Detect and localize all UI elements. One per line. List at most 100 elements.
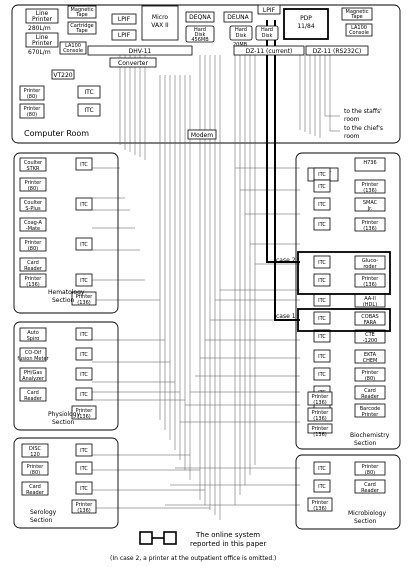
svg-text:ITC: ITC	[84, 89, 93, 96]
physiology-device-2-label-1: Analyzer	[22, 376, 45, 382]
biochemistry-device-12-label-0: Card	[364, 388, 376, 394]
hard-disk-2: Hard Disk	[229, 25, 253, 41]
line-printer-280: Line Printer	[25, 8, 59, 24]
biochemistry-itc-6-label: ITC	[318, 278, 326, 284]
svg-text:Disk: Disk	[195, 32, 206, 38]
svg-text:Console: Console	[63, 48, 83, 54]
legend-text-2: reported in this paper	[190, 540, 266, 548]
biochemistry-device-9-label-0: CTE	[365, 332, 375, 338]
biochemistry-itc-6: ITC	[313, 273, 331, 287]
serology-itc-2-label: ITC	[80, 486, 88, 492]
biochemistry-device-2: Printer(136)	[354, 179, 386, 194]
microbiology-title-2: Section	[354, 518, 376, 525]
serology-device-2-label-1: Reader	[26, 490, 45, 496]
physiology-itc-3-label: ITC	[80, 392, 88, 398]
svg-text:LA100: LA100	[351, 25, 367, 31]
svg-text:Disk: Disk	[236, 33, 247, 39]
serology-device-2-label-0: Card	[29, 484, 41, 490]
biochemistry-device-10-label-1: CHEM	[363, 358, 378, 364]
microbiology-device-0-label-0: Printer	[362, 464, 380, 470]
biochemistry-region	[295, 152, 401, 450]
to-staffs-room-2: room	[344, 116, 360, 123]
serology-printer-136: Printer(136)	[71, 499, 97, 514]
modem: Modem	[187, 129, 217, 140]
serology-device-0-label-1: 120	[30, 452, 40, 458]
biochemistry-device-2-label-1: (136)	[363, 188, 376, 194]
biochemistry-itc-1: ITC	[313, 167, 331, 181]
svg-text:11/84: 11/84	[297, 23, 314, 30]
wiring-bundle	[92, 55, 340, 520]
dhv-11: DHV-11	[87, 45, 193, 56]
biochemistry-printer-left-c: Printer(136)	[307, 423, 333, 438]
deqna: DEQNA	[185, 11, 215, 23]
svg-text:(80): (80)	[27, 94, 37, 100]
hematology-title-1: Hematology	[48, 289, 85, 296]
hematology-devices: CoulterSTKRITCPrinter(80)CoulterS-PlusIT…	[19, 157, 97, 306]
biochemistry-device-9-label-1: -1200	[363, 338, 378, 344]
hard-disk-456: Hard Disk 456MB	[185, 25, 215, 43]
hematology-device-3-label-0: Coag-A	[24, 220, 42, 226]
serology-device-1-label-0: Printer	[27, 464, 45, 470]
lpif-1: LPIF	[111, 13, 137, 25]
to-chiefs-room-1: to the chief's	[344, 125, 383, 132]
biochemistry-device-13-label-0: Barcode	[360, 406, 381, 412]
itc-cr-b: ITC	[77, 103, 101, 117]
svg-text:VAX II: VAX II	[151, 22, 169, 29]
serology-printer-136-label-1: (136)	[77, 508, 90, 514]
hematology-device-3-label-1: -Mate	[26, 226, 40, 232]
svg-text:Printer: Printer	[24, 88, 42, 94]
hematology-printer-136-label-1: (136)	[77, 300, 90, 306]
biochemistry-title-2: Section	[354, 440, 376, 447]
biochemistry-printer-left-c-label-1: (136)	[313, 432, 326, 438]
biochemistry-itc-10-label: ITC	[318, 354, 326, 360]
physiology-device-1-label-1: fusion Meter	[17, 356, 49, 362]
hematology-device-0-label-0: Coulter	[24, 160, 43, 166]
biochemistry-device-7-label-1: (HDL)	[363, 302, 377, 308]
biochemistry-device-12-label-1: Reader	[361, 394, 380, 400]
biochemistry-device-11-label-0: Printer	[362, 370, 380, 376]
hematology-itc-0-label: ITC	[80, 162, 88, 168]
hematology-device-4: Printer(80)	[19, 237, 47, 252]
lpif-3: LPIF	[257, 4, 281, 15]
cartridge-tape: Cartridge Tape	[67, 21, 97, 35]
biochemistry-printer-left-b-label-0: Printer	[312, 410, 330, 416]
microbiology-printer-136-label-1: (136)	[313, 506, 326, 512]
biochemistry-itc-5-label: ITC	[318, 260, 326, 266]
microbiology-itc-1: ITC	[313, 479, 331, 493]
speed-670: 670L/m	[28, 49, 51, 56]
hematology-device-0-label-1: STKR	[27, 166, 41, 172]
microbiology-itc-0: ITC	[313, 461, 331, 475]
hematology-printer-136: Printer(136)	[71, 291, 97, 306]
physiology-device-3-label-0: Card	[27, 390, 39, 396]
svg-text:Tape: Tape	[350, 14, 363, 20]
svg-text:Line: Line	[36, 34, 49, 41]
svg-text:Micro: Micro	[152, 14, 168, 21]
biochemistry-device-3-label-0: SMAC	[363, 200, 378, 206]
magnetic-tape-right: Magnetic Tape	[341, 7, 373, 21]
svg-text:LA100: LA100	[65, 43, 81, 49]
line-printer-670: Line Printer	[25, 32, 59, 48]
svg-text:Line: Line	[36, 10, 49, 17]
svg-text:Converter: Converter	[118, 60, 148, 67]
svg-text:DZ-11 (current): DZ-11 (current)	[246, 48, 293, 55]
biochemistry-itc-9-label: ITC	[318, 334, 326, 340]
microbiology-itc-0-label: ITC	[318, 466, 326, 472]
svg-text:Printer: Printer	[24, 106, 42, 112]
biochemistry-itc-7: ITC	[313, 293, 331, 307]
hematology-device-2-label-0: Coulter	[24, 200, 43, 206]
hematology-device-4-label-0: Printer	[25, 240, 43, 246]
biochemistry-device-6: Printer(136)	[354, 273, 386, 288]
biochemistry-itc-3: ITC	[313, 197, 331, 211]
